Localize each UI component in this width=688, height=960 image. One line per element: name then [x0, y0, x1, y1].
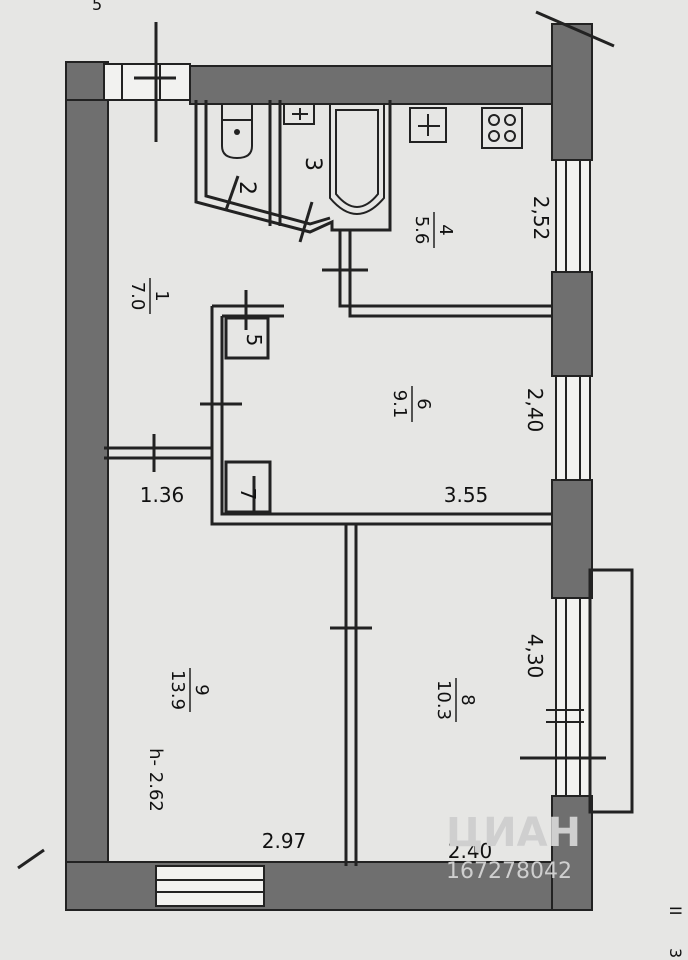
edge-mark-bottom: II [666, 906, 685, 915]
watermark-code: 167278042 [446, 859, 572, 884]
room-9-label: 9 13.9 [167, 668, 212, 712]
room-8-area: 10.3 [433, 680, 454, 720]
dim-room8-width: 4,30 [523, 634, 547, 679]
dimension-labels: 2,52 2,40 3.55 1.36 4,30 2.40 2.97 [140, 196, 553, 863]
dim-room8-length: 2.40 [448, 839, 493, 863]
dim-room6-width: 2,40 [523, 388, 547, 433]
room-4-label: 4 5.6 [411, 212, 456, 248]
room-1-number: 1 [151, 290, 172, 301]
room-4-number: 4 [435, 224, 456, 235]
window-kitchen [555, 159, 591, 273]
bathtub-icon [329, 103, 385, 215]
room-8-label: 8 10.3 [433, 678, 478, 722]
room-7-number: 7 [236, 488, 260, 501]
room-1-area: 7.0 [127, 282, 148, 311]
corner-tick-top [535, 10, 615, 48]
room-4-area: 5.6 [411, 216, 432, 245]
window-bottom [155, 865, 265, 907]
window-room6 [555, 375, 591, 481]
dim-room9-length: 2.97 [262, 829, 307, 853]
door-marks [134, 22, 606, 760]
window-top [103, 63, 191, 101]
dim-room6-length: 3.55 [444, 483, 489, 507]
room-6-number: 6 [413, 398, 434, 409]
wall-top [189, 65, 553, 105]
room-1-label: 1 7.0 [127, 278, 172, 314]
room-labels: 1 7.0 2 3 4 5.6 5 6 9.1 7 8 10.3 9 13.9 … [127, 157, 478, 812]
watermark-brand: ЦИАН [446, 810, 581, 856]
interior-partitions [104, 100, 552, 866]
dim-hall-width: 1.36 [140, 483, 185, 507]
edge-mark-bottom-2: 3 [666, 948, 685, 958]
wall-right-bottom [551, 795, 593, 911]
wall-right-middle [551, 271, 593, 377]
ceiling-height: h- 2.62 [145, 748, 166, 812]
closet-7 [224, 460, 272, 514]
wall-bottom [65, 861, 585, 911]
room-3-number: 3 [300, 157, 325, 171]
room-6-label: 6 9.1 [389, 386, 434, 422]
kitchen-sink-icon [409, 107, 447, 143]
outer-walls [65, 23, 593, 911]
corner-tick-bottom [17, 848, 45, 870]
dim-kitchen-width: 2,52 [529, 196, 553, 241]
watermark: ЦИАН 167278042 [446, 810, 581, 884]
edge-mark-top: 5 [92, 0, 102, 14]
toilet-icon [221, 103, 253, 160]
wall-left [65, 61, 109, 905]
room-6-area: 9.1 [389, 390, 410, 419]
balcony [588, 568, 634, 814]
room-2-number: 2 [234, 181, 259, 195]
room-8-number: 8 [457, 694, 478, 705]
fixtures [221, 103, 523, 215]
room-9-area: 13.9 [167, 670, 188, 710]
wall-right-top [551, 23, 593, 161]
room-9-number: 9 [191, 684, 212, 695]
sink-icon [283, 103, 315, 125]
room-5-number: 5 [242, 334, 266, 347]
stove-icon [481, 107, 523, 149]
wall-top-left-corner [65, 61, 105, 101]
wall-right-lower [551, 479, 593, 599]
